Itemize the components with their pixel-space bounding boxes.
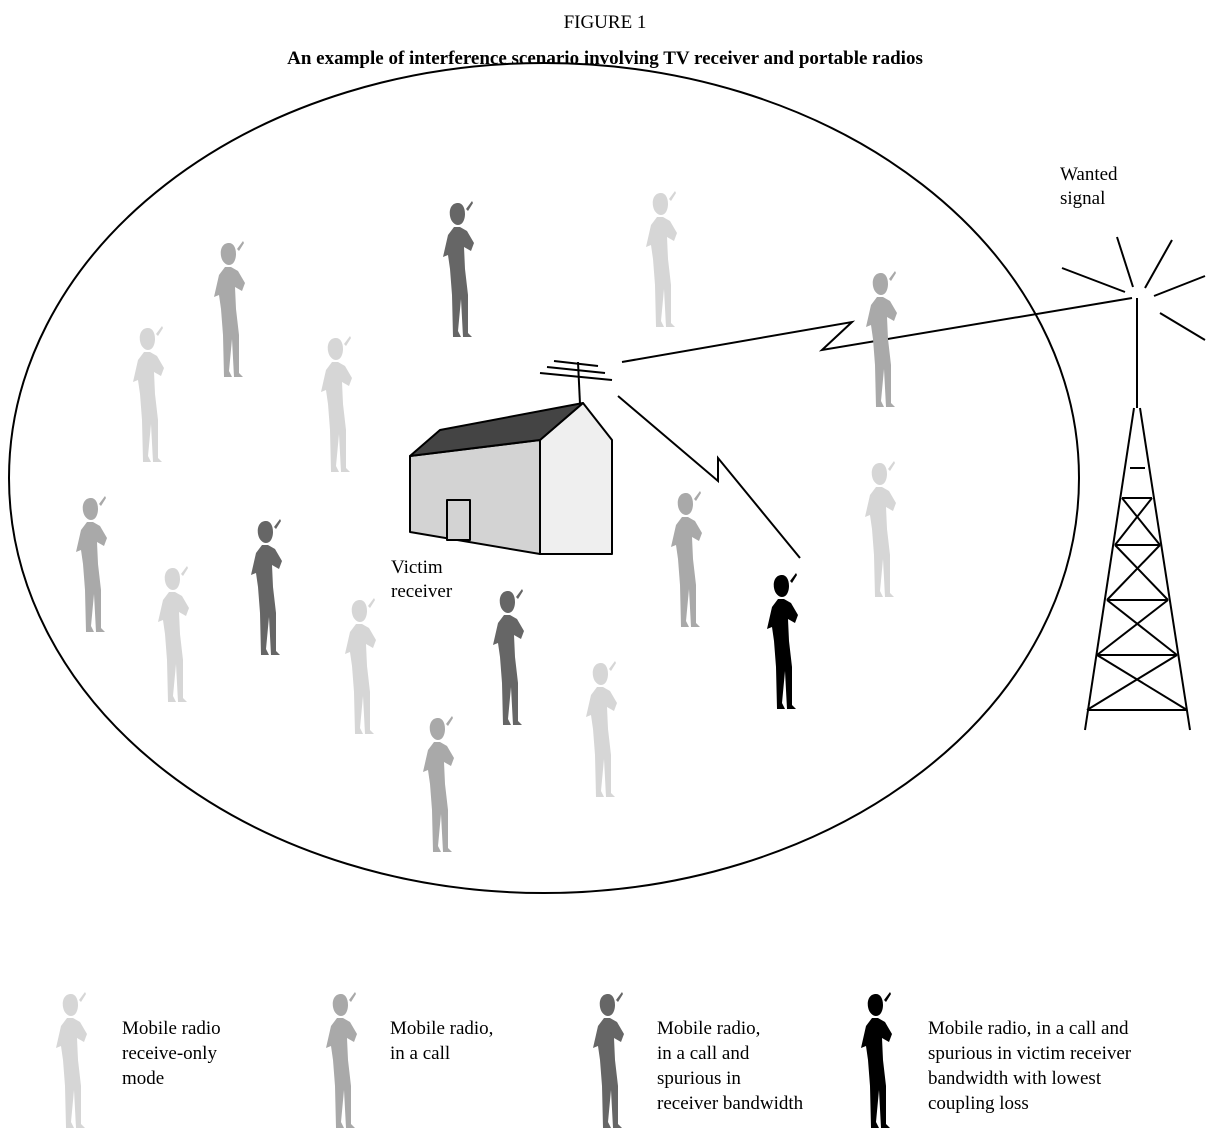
legend-icon-lowest-coupling bbox=[861, 992, 892, 1128]
figure-label: FIGURE 1 bbox=[563, 12, 647, 33]
mobile-radio-user-spurious bbox=[493, 589, 524, 725]
mobile-radio-user-receive-only bbox=[158, 566, 189, 702]
victim-receiver-label: Victim receiver bbox=[391, 557, 453, 602]
mobile-radio-user-receive-only bbox=[133, 326, 164, 462]
mobile-radio-user-receive-only bbox=[345, 598, 376, 734]
transmitter-tower bbox=[1061, 236, 1206, 731]
legend-item-in-call: Mobile radio,in a call bbox=[390, 1018, 494, 1064]
figure-title: An example of interference scenario invo… bbox=[287, 48, 923, 69]
mobile-radio-user-lowest-coupling bbox=[767, 573, 798, 709]
tv-antenna bbox=[539, 360, 613, 405]
wanted-signal-path bbox=[621, 297, 1133, 363]
mobile-radio-user-spurious bbox=[443, 201, 474, 337]
mobile-radio-user-receive-only bbox=[321, 336, 352, 472]
mobile-radio-user-receive-only bbox=[586, 661, 617, 797]
coverage-ellipse bbox=[8, 62, 1080, 894]
mobile-radio-user-receive-only bbox=[865, 461, 896, 597]
victim-house bbox=[409, 402, 613, 555]
legend-icon-spurious bbox=[593, 992, 624, 1128]
mobile-radio-user-spurious bbox=[251, 519, 282, 655]
mobile-radio-user-receive-only bbox=[646, 191, 677, 327]
legend-icon-in-call bbox=[326, 992, 357, 1128]
wanted-signal-label: Wanted signal bbox=[1060, 164, 1118, 209]
legend-icon-receive-only bbox=[56, 992, 87, 1128]
mobile-radio-user-in-call bbox=[423, 716, 454, 852]
mobile-radio-user-in-call bbox=[76, 496, 107, 632]
mobile-radio-user-in-call bbox=[671, 491, 702, 627]
mobile-radio-user-in-call bbox=[214, 241, 245, 377]
interference-path bbox=[617, 395, 801, 559]
